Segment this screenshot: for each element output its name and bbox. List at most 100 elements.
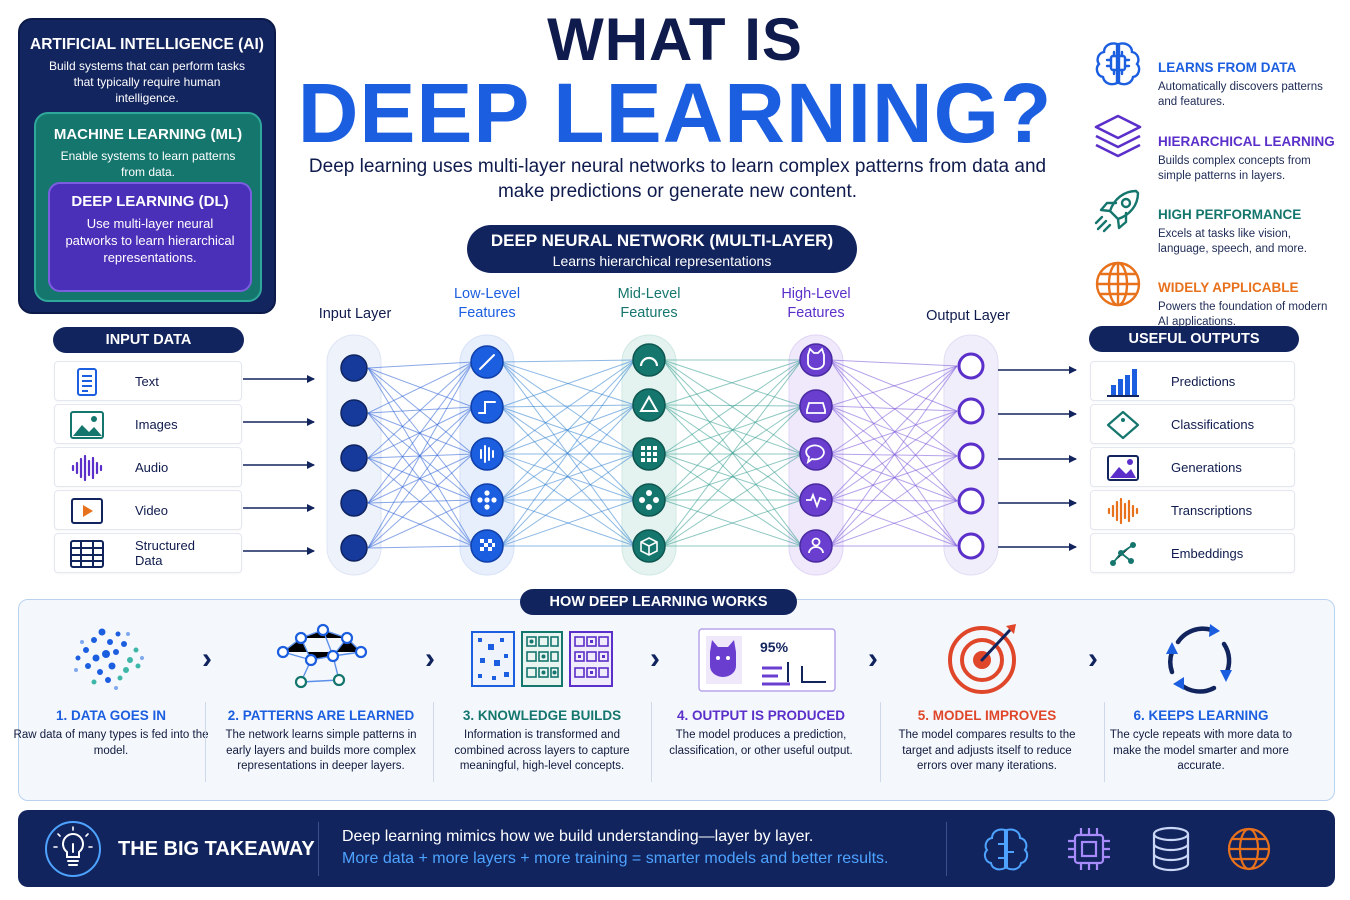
input-label: Video <box>135 503 169 518</box>
output-row-classifications: Classifications <box>1090 404 1295 444</box>
feature-title: HIGH PERFORMANCE <box>1158 207 1302 222</box>
database-icon <box>1152 826 1190 872</box>
connection-line <box>829 405 958 457</box>
target-icon <box>948 624 1016 694</box>
output-label: Transcriptions <box>1171 503 1253 518</box>
chevron-right-icon: › <box>425 642 435 675</box>
video-play-icon <box>71 498 103 524</box>
connection-line <box>500 359 636 547</box>
feature-title: HIERARCHICAL LEARNING <box>1158 134 1335 149</box>
title-line-2: DEEP LEARNING? <box>297 66 1053 160</box>
connection-line <box>829 365 958 547</box>
connection-line <box>367 406 474 549</box>
connection-line <box>500 361 636 455</box>
chevron-right-icon: › <box>1088 642 1098 675</box>
connection-line <box>829 405 958 502</box>
feature-title: WIDELY APPLICABLE <box>1158 280 1299 295</box>
input-data-header: INPUT DATA <box>53 327 244 353</box>
connection-line <box>367 367 474 455</box>
tag-icon <box>1106 410 1140 440</box>
feature-desc: Automatically discovers patterns and fea… <box>1158 81 1323 108</box>
output-label: Predictions <box>1171 374 1236 389</box>
output-row-embeddings: Embeddings <box>1090 533 1295 573</box>
connection-line <box>662 359 803 455</box>
how-it-works-header: HOW DEEP LEARNING WORKS <box>520 589 797 615</box>
connection-line <box>367 361 474 369</box>
connection-line <box>367 412 474 455</box>
connection-line <box>367 361 474 549</box>
ai-hierarchy-box: ARTIFICIAL INTELLIGENCE (AI) Build syste… <box>18 18 276 314</box>
feature-desc: Powers the foundation of modern AI appli… <box>1158 301 1328 328</box>
connection-line <box>662 453 803 501</box>
connection-line <box>829 365 958 407</box>
audio-wave-icon <box>1107 497 1139 525</box>
connection-line <box>367 361 474 459</box>
feature-title: LEARNS FROM DATA <box>1158 60 1297 75</box>
feature-widely-applicable: WIDELY APPLICABLE Powers the foundation … <box>1090 256 1340 328</box>
connection-line <box>662 359 803 406</box>
brain-icon <box>983 828 1029 871</box>
connection-line <box>829 405 958 412</box>
step-title: 6. KEEPS LEARNING <box>1133 708 1269 723</box>
chevron-right-icon: › <box>868 642 878 675</box>
network-connections <box>367 359 958 549</box>
neural-network-diagram <box>243 334 1077 576</box>
feature-high-performance: HIGH PERFORMANCE Excels at tasks like vi… <box>1090 183 1340 255</box>
layer-label-output: Output Layer <box>926 308 1010 324</box>
connection-line <box>662 499 803 547</box>
input-label: Text <box>135 374 159 389</box>
feature-hierarchical: HIERARCHICAL LEARNING Builds complex con… <box>1090 110 1340 182</box>
output-arrows <box>998 366 1077 551</box>
confidence-value: 95% <box>760 639 789 655</box>
divider <box>205 702 206 782</box>
input-label: Structured Data <box>135 538 195 568</box>
connection-line <box>829 405 958 547</box>
output-row-transcriptions: Transcriptions <box>1090 490 1295 530</box>
connection-line <box>662 453 803 547</box>
connection-line <box>662 359 803 547</box>
layers-icon <box>1094 114 1142 158</box>
feature-maps-icon <box>471 631 613 687</box>
connection-line <box>829 455 958 547</box>
feature-desc: Excels at tasks like vision, language, s… <box>1158 228 1307 255</box>
output-row-predictions: Predictions <box>1090 361 1295 401</box>
chip-icon <box>1068 828 1110 870</box>
connection-line <box>500 453 636 547</box>
network-graph-icon <box>276 623 368 689</box>
cycle-arrows-icon <box>1166 624 1232 694</box>
divider <box>433 702 434 782</box>
connection-line <box>500 499 636 547</box>
connection-line <box>367 361 474 504</box>
input-row-structured: Structured Data <box>54 533 242 573</box>
brain-icon <box>1095 42 1141 86</box>
output-label: Classifications <box>1171 417 1255 432</box>
chevron-right-icon: › <box>650 642 660 675</box>
connection-line <box>500 359 636 501</box>
ml-title: MACHINE LEARNING (ML) <box>53 126 243 143</box>
connection-line <box>829 365 958 455</box>
connection-line <box>829 365 958 501</box>
layer-label-input: Input Layer <box>318 306 392 322</box>
connection-line <box>367 499 474 549</box>
feature-desc: Builds complex concepts from simple patt… <box>1158 155 1311 182</box>
useful-outputs-header: USEFUL OUTPUTS <box>1089 326 1299 352</box>
takeaway-title: THE BIG TAKEAWAY <box>118 838 315 860</box>
input-label: Images <box>135 417 178 432</box>
step-desc: The model compares results to the target… <box>898 729 1076 772</box>
mid-level-nodes <box>632 343 666 563</box>
low-level-nodes <box>470 345 504 563</box>
connection-line <box>367 361 474 414</box>
input-nodes <box>340 354 368 562</box>
connection-line <box>662 359 803 501</box>
connection-line <box>500 359 636 363</box>
connection-line <box>367 453 474 549</box>
step-title: 1. DATA GOES IN <box>55 708 166 723</box>
output-row-generations: Generations <box>1090 447 1295 487</box>
dl-desc: Use multi-layer neural patworks to learn… <box>65 216 235 265</box>
connection-line <box>500 453 636 501</box>
ml-desc: Enable systems to learn patterns from da… <box>60 149 236 179</box>
step-desc: Raw data of many types is fed into the m… <box>13 729 209 757</box>
step-desc: Information is transformed and combined … <box>454 729 630 772</box>
takeaway-line-1: Deep learning mimics how we build unders… <box>342 828 814 845</box>
connection-line <box>500 404 636 408</box>
